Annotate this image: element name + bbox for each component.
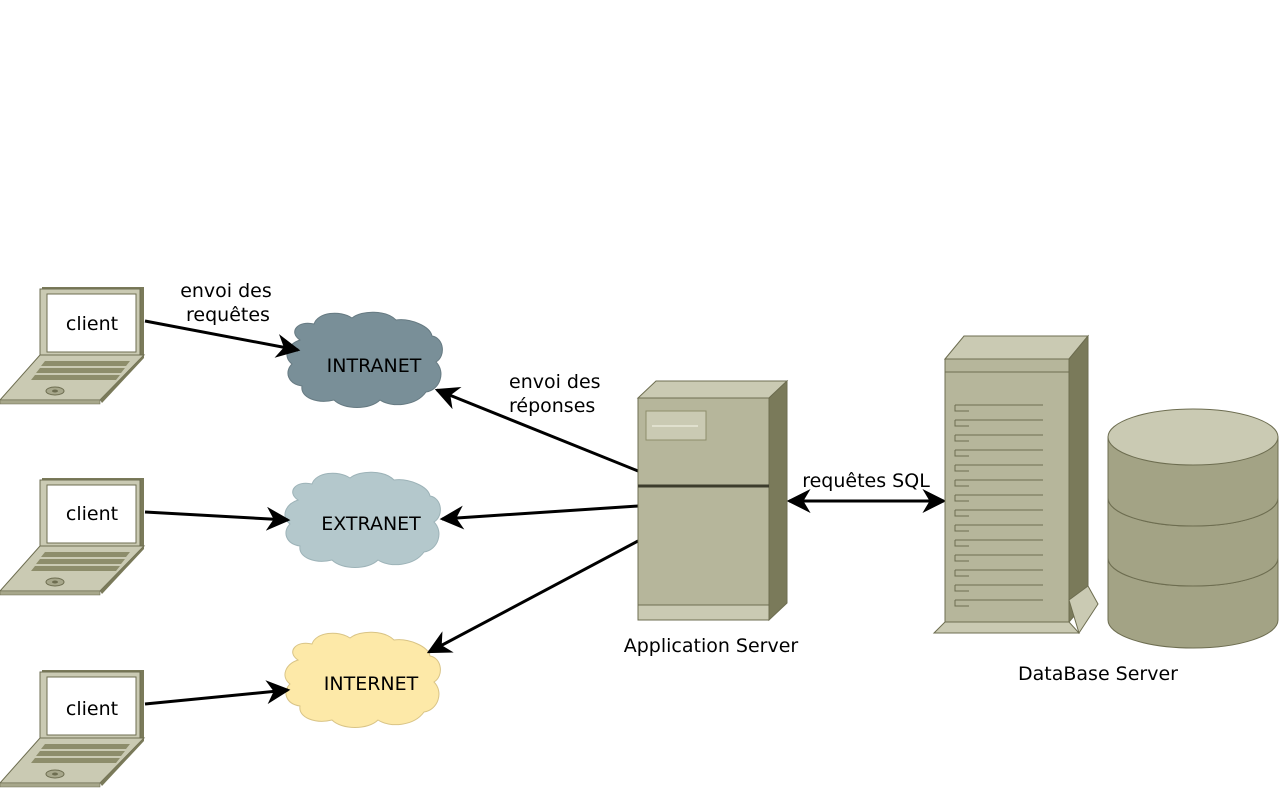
laptop-icon	[0, 286, 145, 405]
database-cylinder-icon	[1107, 408, 1279, 649]
cloud-internet: INTERNET	[284, 631, 441, 728]
laptop-icon	[0, 477, 145, 596]
arrow-client1-intranet	[144, 319, 301, 358]
application-server: Application Server	[624, 379, 799, 657]
client-label-2: client	[66, 503, 118, 525]
label-responses-line2: réponses	[509, 395, 595, 417]
client-laptop-2: client	[0, 477, 145, 596]
label-sql: requêtes SQL	[802, 470, 930, 492]
db-server-label: DataBase Server	[1018, 663, 1178, 685]
client-laptop-1: client	[0, 286, 145, 405]
rack-server-icon	[932, 334, 1099, 635]
arrow-client3-internet	[144, 680, 291, 706]
tower-server-icon	[636, 379, 789, 622]
client-laptop-3: client	[0, 669, 145, 788]
cloud-label-extranet: EXTRANET	[321, 513, 421, 535]
app-server-label: Application Server	[624, 635, 799, 657]
cloud-label-internet: INTERNET	[324, 673, 419, 695]
client-label-1: client	[66, 313, 118, 335]
cloud-intranet: INTRANET	[286, 311, 443, 408]
arrow-client2-extranet	[144, 506, 291, 531]
laptop-icon	[0, 669, 145, 788]
cloud-label-intranet: INTRANET	[327, 355, 422, 377]
arrow-server-extranet	[439, 504, 639, 530]
cloud-extranet: EXTRANET	[284, 471, 441, 568]
label-requests-line1: envoi des	[180, 280, 272, 302]
arrow-server-internet	[426, 539, 639, 654]
client-label-3: client	[66, 698, 118, 720]
database-server: DataBase Server	[932, 334, 1279, 685]
label-responses-line1: envoi des	[509, 371, 601, 393]
label-requests-line2: requêtes	[186, 304, 270, 326]
arrow-server-intranet	[434, 386, 639, 473]
